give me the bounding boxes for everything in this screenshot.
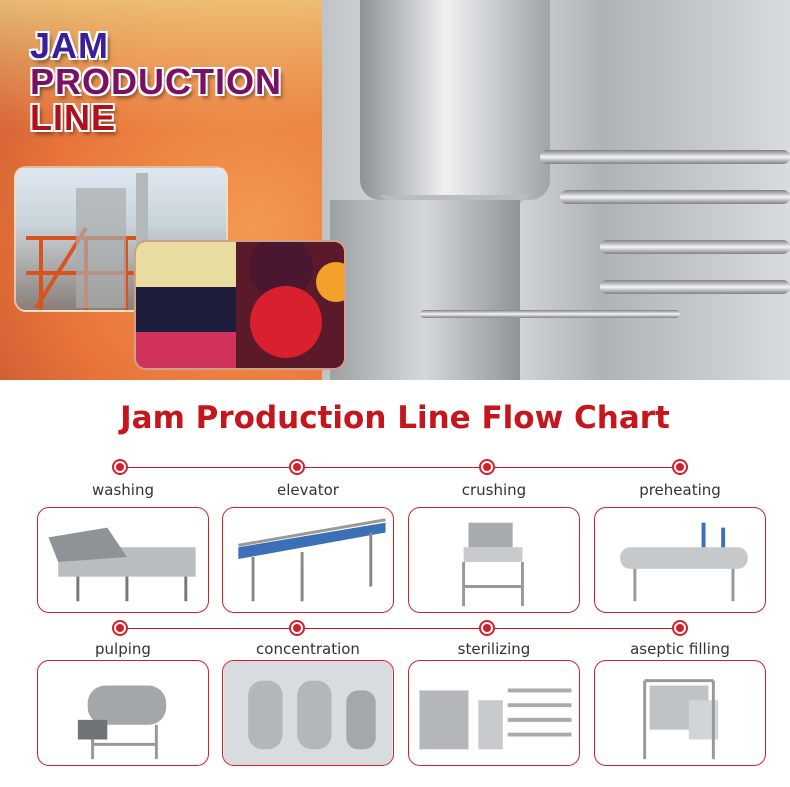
homogenizer xyxy=(330,200,520,380)
step-marker xyxy=(112,620,128,636)
pipe xyxy=(600,240,790,254)
banner-title-line: PRODUCTION xyxy=(30,61,282,102)
flow-line xyxy=(120,628,680,629)
banner-title-line: LINE xyxy=(30,97,117,138)
pipe xyxy=(560,190,790,204)
step-label: preheating xyxy=(639,481,721,499)
fruit-jam-photo xyxy=(134,240,346,370)
step-marker xyxy=(479,620,495,636)
step-label: pulping xyxy=(95,640,151,658)
step-marker xyxy=(479,459,495,475)
tank xyxy=(360,0,550,200)
step-label: elevator xyxy=(277,481,339,499)
step-image-pulping xyxy=(37,660,209,766)
step-image-washing xyxy=(37,507,209,613)
hero-banner: JAM PRODUCTION LINE xyxy=(0,0,790,380)
step-marker xyxy=(672,459,688,475)
pipe xyxy=(600,280,790,294)
step-marker xyxy=(112,459,128,475)
step-image-sterilizing xyxy=(408,660,580,766)
banner-title-line: JAM xyxy=(30,25,110,66)
step-label: aseptic filling xyxy=(630,640,730,658)
step-marker xyxy=(672,620,688,636)
flow-line xyxy=(120,467,680,468)
step-label: concentration xyxy=(256,640,360,658)
step-image-concentration xyxy=(222,660,394,766)
pipe xyxy=(540,150,790,164)
step-image-elevator xyxy=(222,507,394,613)
step-image-crushing xyxy=(408,507,580,613)
step-label: crushing xyxy=(461,481,527,499)
step-image-preheating xyxy=(594,507,766,613)
step-image-aseptic-filling xyxy=(594,660,766,766)
step-marker xyxy=(289,459,305,475)
pipe xyxy=(420,310,680,318)
page-title: Jam Production Line Flow Chart xyxy=(120,400,670,436)
step-label: washing xyxy=(92,481,154,499)
step-marker xyxy=(289,620,305,636)
step-label: sterilizing xyxy=(457,640,531,658)
glow xyxy=(0,0,330,130)
